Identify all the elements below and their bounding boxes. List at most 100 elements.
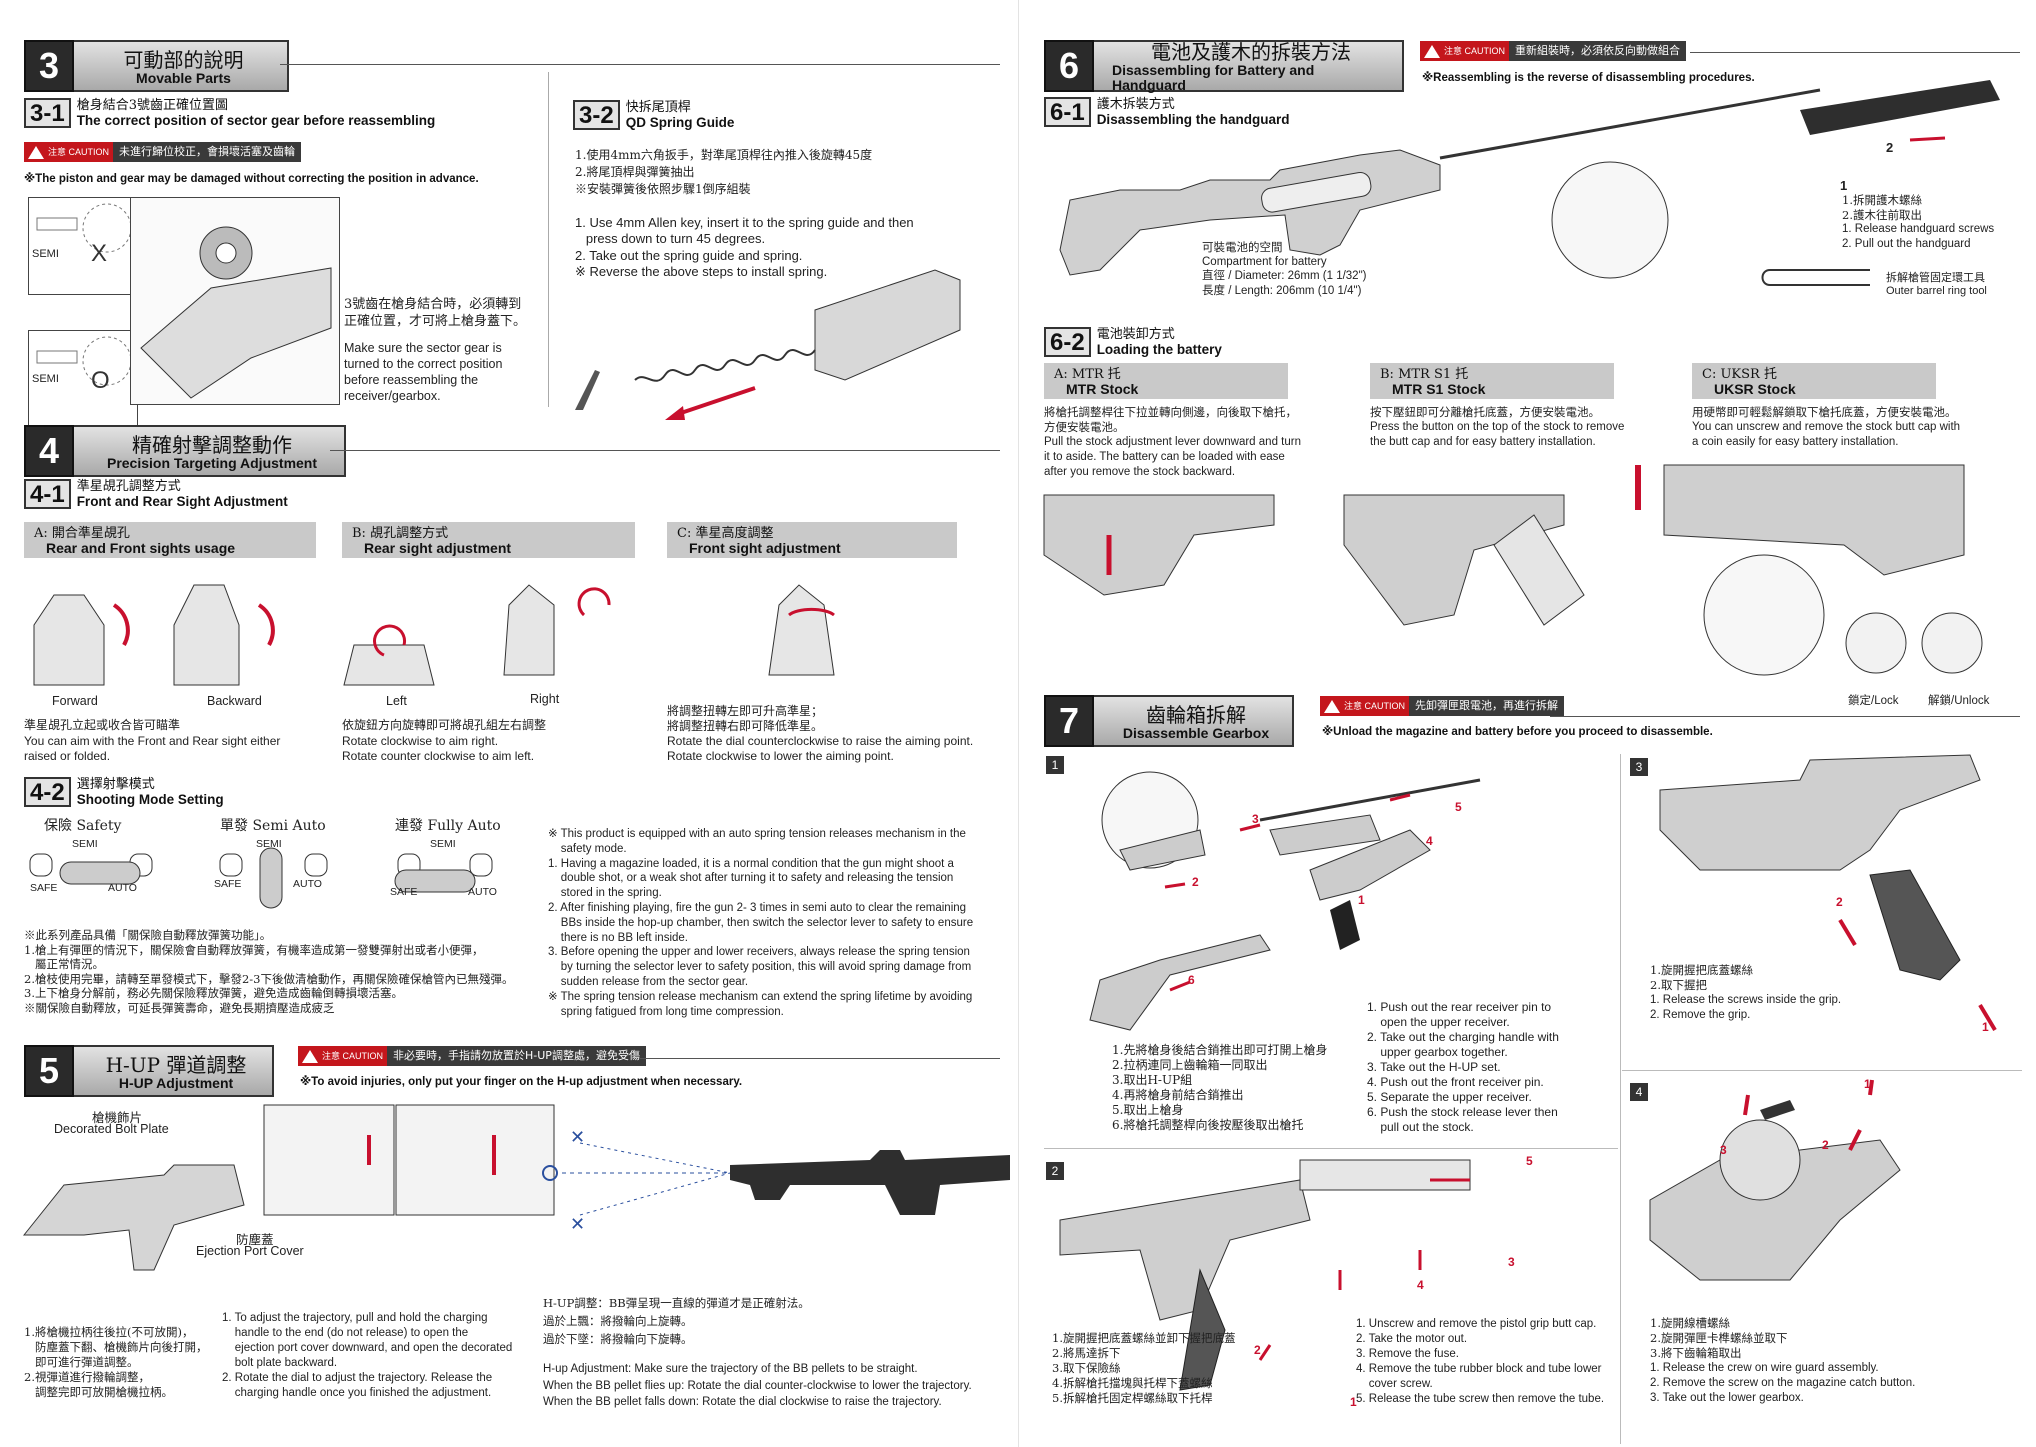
- bolt-plate-label-zh: 槍機飾片: [92, 1110, 143, 1125]
- section-number: 6: [1044, 40, 1094, 92]
- front-sight-desc-en: Rotate the dial counterclockwise to rais…: [667, 734, 974, 748]
- step-text: 6.將槍托調整桿向後按壓後取出槍托: [1112, 1118, 1304, 1132]
- note-text: 3.上下槍身分解前，務必先關保險釋放彈簧，避免造成齒輪倒轉損壞活塞。: [24, 986, 403, 1000]
- caution-badge: 注意 CAUTION: [24, 142, 114, 162]
- note-text: ※ This product is equipped with an auto …: [548, 828, 966, 840]
- step-text: upper gearbox together.: [1367, 1045, 1508, 1059]
- mtr-desc-zh: 將槍托調整桿往下拉並轉向側邊，向後取下槍托，: [1044, 405, 1297, 419]
- sight-illustrations: [33, 584, 835, 686]
- battery-compartment-spec: 可裝電池的空間 Compartment for battery 直徑 / Dia…: [1202, 240, 1367, 298]
- spec-text: 直徑 / Diameter: 26mm (1 1/32"): [1202, 270, 1367, 282]
- section-title-en: Disassemble Gearbox: [1122, 724, 1270, 741]
- note-text: by turning the selector lever to safety …: [548, 961, 972, 974]
- divider: [640, 1058, 1000, 1059]
- caution-note: ※Reassembling is the reverse of disassem…: [1422, 72, 1755, 84]
- step-badge: 2: [1046, 1162, 1064, 1180]
- step-text: 1. Release the crew on wire guard assemb…: [1650, 1362, 1879, 1374]
- step-badge: 3: [1630, 758, 1648, 776]
- step-text: open the upper receiver.: [1367, 1015, 1510, 1029]
- subsection-number: 4-1: [24, 479, 71, 509]
- step-text: handle to the end (do not release) to op…: [222, 1327, 469, 1339]
- step-text: 1.旋開握把底蓋螺絲並卸下握把底蓋: [1052, 1331, 1236, 1345]
- section-title-en: Disassembling for Battery and Handguard: [1112, 62, 1315, 93]
- stock-battery-illustrations: [1043, 464, 1983, 676]
- section-title-zh: 電池及護木的拆裝方法: [1151, 40, 1351, 64]
- lower-gearbox-removal-illustration: [1649, 1079, 1901, 1281]
- warning-icon: [302, 1049, 318, 1063]
- band-title-en: MTR S1 Stock: [1392, 381, 1486, 397]
- step-text: 2.將馬達拆下: [1052, 1346, 1121, 1360]
- step-text: 1.將槍機拉柄往後拉(不可放開)，: [24, 1325, 194, 1339]
- step-text: 3. Take out the lower gearbox.: [1650, 1392, 1804, 1404]
- note-text: there is no BB left inside.: [548, 931, 688, 944]
- panel-divider: [1044, 1148, 1618, 1149]
- trajectory-low-icon: ✕: [570, 1214, 585, 1234]
- caution-text: 重新組裝時，必須依反向動做組合: [1509, 41, 1687, 61]
- step-text: charging handle once you finished the ad…: [222, 1387, 492, 1399]
- mtr-s1-desc-en: Press the button on the top of the stock…: [1370, 421, 1625, 433]
- tool-label-en: Outer barrel ring tool: [1886, 285, 1987, 297]
- correct-mark: O: [91, 367, 110, 394]
- semi-label: SEMI: [256, 838, 282, 850]
- panel-2-steps-en: 1. Unscrew and remove the pistol grip bu…: [1356, 1317, 1604, 1407]
- subsection-title-zh: 護木拆裝方式: [1096, 97, 1175, 112]
- safety-mode-label: 保險 Safety: [44, 818, 122, 834]
- handguard-rifle-illustration: [1059, 80, 2000, 279]
- vertical-divider: [548, 72, 549, 407]
- caution-banner: 注意 CAUTION 未進行歸位校正，會損壞活塞及齒輪: [24, 142, 302, 162]
- subsection-number: 4-2: [24, 777, 71, 807]
- gearbox-rifle-exploded-illustration: [1089, 771, 1481, 1031]
- step-text: 5.取出上槍身: [1112, 1103, 1184, 1117]
- subsection-title-zh: 準星覘孔調整方式: [76, 479, 181, 494]
- step-text: 1. Release the screws inside the grip.: [1650, 994, 1842, 1006]
- section-title-zh: 齒輪箱拆解: [1146, 702, 1246, 727]
- step-text: cover screw.: [1356, 1378, 1433, 1390]
- caution-banner: 注意 CAUTION 非必要時，手指請勿放置於H-UP調整處，避免受傷: [298, 1046, 646, 1066]
- caution-note: ※To avoid injuries, only put your finger…: [300, 1076, 743, 1088]
- note-text: spring fatigued from long time compressi…: [548, 1005, 784, 1018]
- step-badge: 1: [1046, 756, 1064, 774]
- safe-label: SAFE: [30, 882, 58, 894]
- hup-rifle-illustration: [22, 1104, 555, 1271]
- warning-icon: [1424, 44, 1440, 58]
- step-text: 2.旋開彈匣卡榫螺絲並取下: [1650, 1331, 1788, 1345]
- note-text: stored in the spring.: [548, 887, 662, 900]
- semi-label: SEMI: [32, 373, 59, 385]
- step-text: 1. Use 4mm Allen key, insert it to the s…: [575, 215, 914, 230]
- step-marker: 1: [1864, 1077, 1871, 1091]
- step-text: 1. To adjust the trajectory, pull and ho…: [222, 1312, 488, 1324]
- mtr-desc-en: Pull the stock adjustment lever downward…: [1044, 436, 1301, 448]
- subsection-number: 3-2: [573, 100, 620, 130]
- step-text: 2.護木往前取出: [1842, 207, 1922, 222]
- panel-divider: [1620, 754, 1621, 1444]
- band-title-en: MTR Stock: [1066, 381, 1139, 397]
- caution-note: ※The piston and gear may be damaged with…: [24, 173, 479, 185]
- step-text: 1. Release handguard screws: [1842, 223, 1995, 235]
- panel-1-steps-zh: 1.先將槍身後結合銷推出即可打開上槍身 2.拉柄連同上齒輪箱一同取出 3.取出H…: [1112, 1043, 1327, 1133]
- subsection-number: 3-1: [24, 98, 71, 128]
- step-text: 3.取下保險絲: [1052, 1361, 1121, 1375]
- full-auto-mode-label: 連發 Fully Auto: [395, 818, 501, 834]
- step-text: 2. Remove the screw on the magazine catc…: [1650, 1377, 1916, 1389]
- step-marker: 3: [1720, 1143, 1727, 1157]
- step-text: 2.視彈道進行撥輪調整，: [24, 1370, 150, 1384]
- sight-usage-desc-zh: 準星覘孔立起或收合皆可瞄準: [24, 718, 181, 732]
- step-text: 5.拆解槍托固定桿螺絲取下托桿: [1052, 1391, 1213, 1405]
- step-marker: 2: [1836, 895, 1843, 909]
- step-text: 即可進行彈道調整。: [24, 1355, 139, 1369]
- note-text: 1. Having a magazine loaded, it is a nor…: [548, 857, 954, 870]
- incorrect-mark: X: [91, 240, 108, 267]
- step-marker: 3: [1508, 1255, 1515, 1269]
- handguard-steps: 1.拆開護木螺絲 2.護木往前取出 1. Release handguard s…: [1842, 193, 1994, 251]
- band-title-zh: A: 開合準星覘孔: [34, 526, 130, 541]
- rear-sight-desc-zh: 依旋鈕方向旋轉即可將覘孔組左右調整: [342, 718, 547, 732]
